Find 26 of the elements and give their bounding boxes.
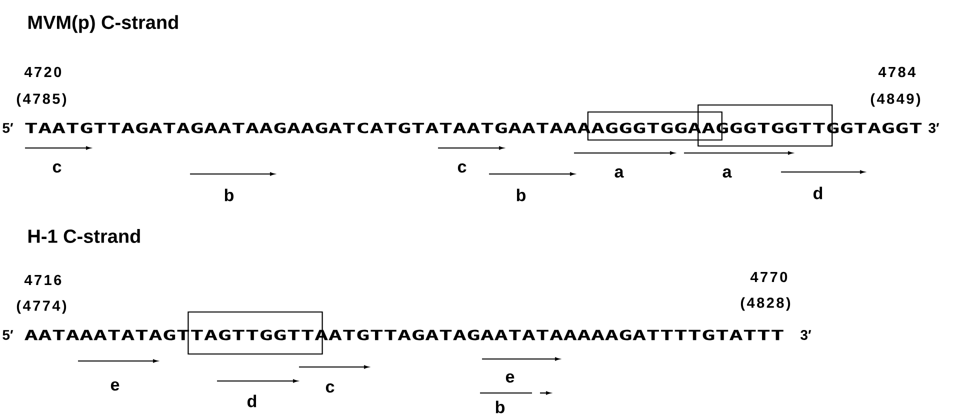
position-number: (4849) xyxy=(870,93,920,107)
repeat-label: b xyxy=(516,188,526,202)
position-number: 4770 xyxy=(750,272,788,282)
repeat-label: b xyxy=(224,188,234,202)
strand-end-label: 3′ xyxy=(928,123,940,133)
repeat-label: d xyxy=(248,394,256,408)
heading: MVM(p) C-strand xyxy=(28,15,178,33)
repeat-label: c xyxy=(52,163,62,173)
strand-end-label: 5′ xyxy=(2,330,14,340)
repeat-label: e xyxy=(506,373,514,383)
position-number: (4828) xyxy=(740,297,790,311)
position-number: 4716 xyxy=(24,274,62,286)
position-number: (4774) xyxy=(16,300,66,314)
strand-end-label: 5′ xyxy=(2,123,14,133)
repeat-label: c xyxy=(326,383,334,393)
position-number: (4785) xyxy=(16,93,66,107)
heading: H-1 C-strand xyxy=(28,229,140,243)
repeat-label: c xyxy=(458,163,466,173)
strand-end-label: 3′ xyxy=(800,330,812,340)
repeat-label: a xyxy=(614,168,624,178)
position-number: 4784 xyxy=(878,66,916,78)
repeat-label: a xyxy=(722,168,732,178)
position-number: 4720 xyxy=(24,66,62,78)
repeat-label: d xyxy=(814,186,822,200)
repeat-label: b xyxy=(496,400,504,414)
repeat-label: e xyxy=(110,381,120,391)
